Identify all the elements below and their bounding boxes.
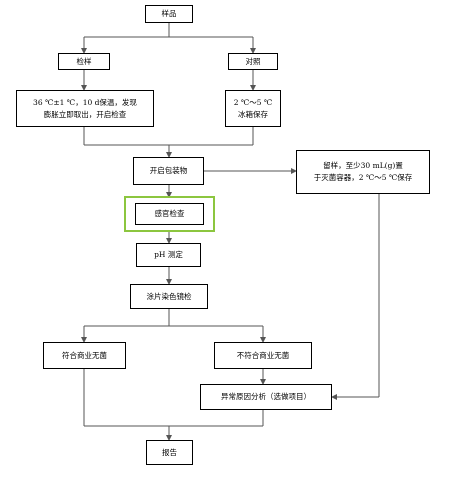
node-inspect-label: 检样	[76, 56, 92, 66]
node-report-label: 报告	[162, 447, 177, 457]
node-inspect: 检样	[58, 53, 110, 70]
node-report: 报告	[146, 440, 193, 465]
node-incubate-line1: 36 ℃±1 ℃，10 d保温，发现	[33, 97, 137, 107]
node-fridge-line1: 2 ℃～5 ℃	[233, 97, 273, 107]
node-open-package-label: 开启包装物	[149, 166, 188, 175]
node-retain-line1: 留样，至少30 mL(g)置	[323, 161, 403, 170]
node-open-package: 开启包装物	[133, 157, 204, 185]
node-sensory-highlight: 感官检查	[124, 196, 215, 232]
node-ph: pH 测定	[136, 243, 201, 267]
node-conform: 符合商业无菌	[43, 342, 126, 369]
node-incubate-line2: 膨胀立即取出，开启检查	[43, 109, 127, 119]
node-control-label: 对照	[245, 56, 261, 66]
node-sensory: 感官检查	[134, 202, 205, 226]
node-smear: 涂片染色镜检	[130, 284, 208, 309]
node-sample-label: 样品	[161, 9, 177, 18]
node-nonconform-label: 不符合商业无菌	[236, 350, 290, 360]
node-sample: 样品	[145, 5, 193, 23]
node-nonconform: 不符合商业无菌	[214, 342, 312, 369]
node-smear-label: 涂片染色镜检	[146, 291, 192, 301]
node-abnormal: 异常原因分析（选做项目）	[200, 384, 332, 410]
node-abnormal-label: 异常原因分析（选做项目）	[221, 392, 311, 401]
node-incubate: 36 ℃±1 ℃，10 d保温，发现 膨胀立即取出，开启检查	[16, 90, 154, 127]
node-sensory-label: 感官检查	[154, 208, 185, 218]
node-control: 对照	[228, 53, 278, 70]
node-fridge-line2: 冰箱保存	[238, 109, 268, 119]
node-conform-label: 符合商业无菌	[62, 350, 107, 360]
node-retain-line2: 于灭菌容器，2 ℃～5 ℃保存	[313, 173, 413, 182]
node-ph-label: pH 测定	[154, 250, 183, 259]
node-retain-sample: 留样，至少30 mL(g)置 于灭菌容器，2 ℃～5 ℃保存	[296, 150, 430, 194]
node-fridge: 2 ℃～5 ℃ 冰箱保存	[225, 90, 281, 127]
